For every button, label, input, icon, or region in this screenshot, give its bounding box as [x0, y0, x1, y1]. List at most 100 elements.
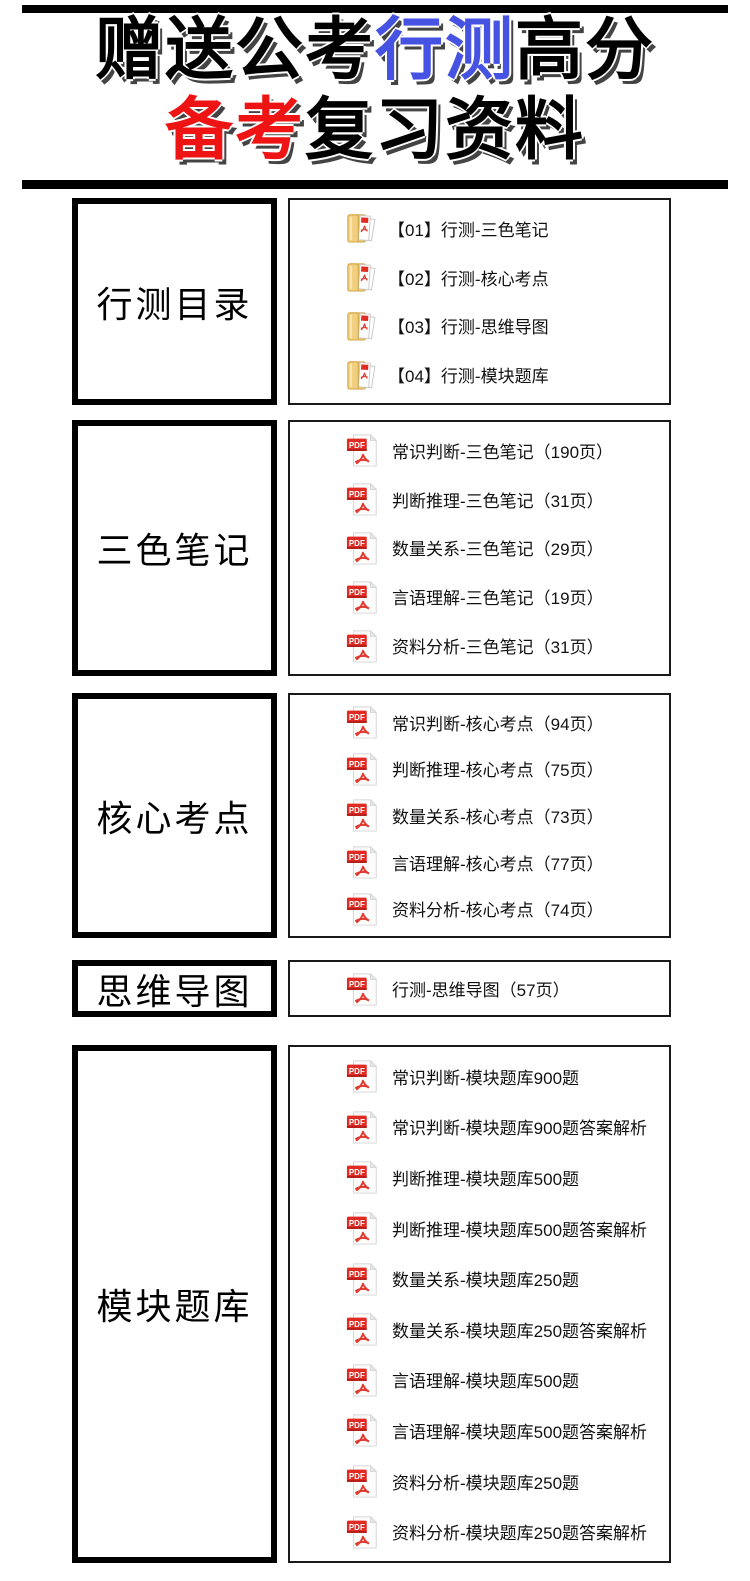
folder-pdf-icon — [346, 309, 376, 343]
file-item: PDF 言语理解-核心考点（77页） — [346, 844, 663, 880]
svg-text:PDF: PDF — [349, 760, 365, 769]
svg-text:PDF: PDF — [349, 637, 365, 646]
svg-text:PDF: PDF — [349, 1219, 365, 1228]
title-highlight-beikao: 备考 — [164, 92, 305, 168]
file-item-label: 判断推理-三色笔记（31页） — [392, 491, 604, 511]
folder-pdf-icon — [346, 260, 376, 294]
section-items-box: PDF 行测-思维导图（57页） — [288, 960, 671, 1017]
pdf-file-icon: PDF — [346, 797, 380, 833]
file-item: 【03】行测-思维导图 — [346, 309, 663, 343]
file-item: PDF 常识判断-模块题库900题答案解析 — [346, 1109, 663, 1145]
svg-text:PDF: PDF — [349, 1422, 365, 1431]
pdf-file-icon: PDF — [346, 432, 380, 468]
svg-text:PDF: PDF — [349, 980, 365, 989]
page-title: 赠送公考行测高分 备考复习资料 — [0, 10, 750, 170]
section-label-box: 模块题库 — [72, 1045, 277, 1563]
file-item-label: 数量关系-三色笔记（29页） — [392, 540, 604, 560]
svg-text:PDF: PDF — [349, 1270, 365, 1279]
pdf-file-icon: PDF — [346, 704, 380, 740]
pdf-file-icon: PDF — [346, 579, 380, 615]
section-items-box: 【01】行测-三色笔记【02】行测-核心考点【03】行测-思维导图【04】行测-… — [288, 198, 671, 405]
folder-pdf-icon — [346, 358, 376, 392]
section-label: 行测目录 — [96, 284, 253, 325]
svg-text:PDF: PDF — [349, 1067, 365, 1076]
file-item: PDF 判断推理-核心考点（75页） — [346, 751, 663, 787]
file-item-label: 资料分析-核心考点（74页） — [392, 901, 604, 921]
svg-text:PDF: PDF — [349, 807, 365, 816]
file-item-label: 常识判断-模块题库900题答案解析 — [392, 1119, 648, 1139]
file-item-label: 常识判断-核心考点（94页） — [392, 714, 604, 734]
pdf-file-icon: PDF — [346, 1362, 380, 1398]
file-item-label: 判断推理-核心考点（75页） — [392, 761, 604, 781]
file-item: PDF 资料分析-三色笔记（31页） — [346, 628, 663, 664]
file-item-label: 【03】行测-思维导图 — [388, 318, 549, 338]
file-item-label: 言语理解-三色笔记（19页） — [392, 589, 604, 609]
pdf-file-icon: PDF — [346, 751, 380, 787]
file-item: 【02】行测-核心考点 — [346, 260, 663, 294]
section-label-box: 三色笔记 — [72, 420, 277, 676]
file-item-label: 常识判断-模块题库900题 — [392, 1068, 580, 1088]
pdf-file-icon: PDF — [346, 481, 380, 517]
section-label: 思维导图 — [96, 971, 253, 1012]
file-item-label: 常识判断-三色笔记（190页） — [392, 442, 614, 462]
svg-text:PDF: PDF — [349, 1118, 365, 1127]
file-item-label: 【01】行测-三色笔记 — [388, 220, 549, 240]
pdf-file-icon: PDF — [346, 1514, 380, 1550]
section-label-box: 行测目录 — [72, 198, 277, 405]
title-divider-bar — [22, 180, 728, 189]
pdf-file-icon: PDF — [346, 1210, 380, 1246]
file-item: 【04】行测-模块题库 — [346, 358, 663, 392]
file-item-label: 资料分析-三色笔记（31页） — [392, 638, 604, 658]
title-text-gaofen: 高分 — [515, 12, 656, 88]
file-item-label: 数量关系-模块题库250题 — [392, 1271, 580, 1291]
pdf-file-icon: PDF — [346, 1412, 380, 1448]
title-line-2: 备考复习资料 — [0, 90, 750, 170]
svg-text:PDF: PDF — [349, 490, 365, 499]
section-label-box: 核心考点 — [72, 693, 277, 938]
pdf-file-icon: PDF — [346, 1261, 380, 1297]
pdf-file-icon: PDF — [346, 1058, 380, 1094]
file-item: PDF 数量关系-模块题库250题 — [346, 1261, 663, 1297]
section-items-box: PDF 常识判断-模块题库900题 PDF 常识判断-模块题库900题答案解析 PDF 判… — [288, 1045, 671, 1563]
file-item-label: 行测-思维导图（57页） — [392, 981, 570, 1000]
section-label: 模块题库 — [96, 1287, 253, 1327]
file-item-label: 【04】行测-模块题库 — [388, 367, 549, 387]
title-text-fuxi-ziliao: 复习资料 — [305, 92, 586, 168]
pdf-file-icon: PDF — [346, 1463, 380, 1499]
pdf-file-icon: PDF — [346, 844, 380, 880]
svg-text:PDF: PDF — [349, 1320, 365, 1329]
top-divider-bar — [22, 5, 728, 13]
pdf-file-icon: PDF — [346, 1159, 380, 1195]
svg-text:PDF: PDF — [349, 539, 365, 548]
file-item-label: 言语理解-核心考点（77页） — [392, 854, 604, 874]
file-item-label: 言语理解-模块题库500题 — [392, 1372, 580, 1392]
file-item-label: 数量关系-模块题库250题答案解析 — [392, 1321, 648, 1341]
pdf-file-icon: PDF — [346, 1109, 380, 1145]
file-item: PDF 判断推理-模块题库500题答案解析 — [346, 1210, 663, 1246]
file-item-label: 【02】行测-核心考点 — [388, 269, 549, 289]
file-item-label: 判断推理-模块题库500题 — [392, 1169, 580, 1189]
file-item: PDF 判断推理-三色笔记（31页） — [346, 481, 663, 517]
file-item: PDF 常识判断-核心考点（94页） — [346, 704, 663, 740]
file-item: PDF 言语理解-模块题库500题 — [346, 1362, 663, 1398]
file-item: PDF 数量关系-三色笔记（29页） — [346, 530, 663, 566]
file-item: PDF 数量关系-模块题库250题答案解析 — [346, 1311, 663, 1347]
svg-text:PDF: PDF — [349, 1472, 365, 1481]
svg-text:PDF: PDF — [349, 588, 365, 597]
svg-text:PDF: PDF — [349, 1371, 365, 1380]
folder-pdf-icon — [346, 211, 376, 245]
file-item: PDF 常识判断-三色笔记（190页） — [346, 432, 663, 468]
file-item: 【01】行测-三色笔记 — [346, 211, 663, 245]
section-items-box: PDF 常识判断-三色笔记（190页） PDF 判断推理-三色笔记（31页） PDF 数量… — [288, 420, 671, 676]
svg-text:PDF: PDF — [349, 442, 365, 451]
section-label: 核心考点 — [96, 798, 253, 839]
svg-text:PDF: PDF — [349, 853, 365, 862]
pdf-file-icon: PDF — [346, 971, 380, 1007]
svg-text:PDF: PDF — [349, 1523, 365, 1532]
file-item-label: 判断推理-模块题库500题答案解析 — [392, 1220, 648, 1240]
